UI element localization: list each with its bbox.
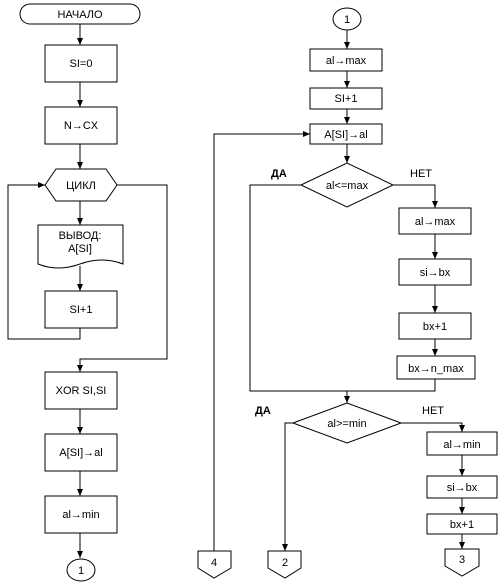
process-label: N→CX — [64, 120, 99, 132]
offpage-connector-4: 4 — [197, 550, 232, 579]
output-label-2: A[SI] — [68, 243, 92, 255]
process-bx-inc-2: bx+1 — [426, 513, 498, 535]
process-asi-al: A[SI]→al — [44, 433, 118, 472]
yes-label: ДА — [255, 405, 271, 417]
process-label: bx+1 — [423, 321, 447, 333]
process-n-cx: N→CX — [44, 106, 118, 145]
yes-label: ДА — [271, 168, 287, 180]
connector-label: 2 — [282, 557, 288, 569]
process-label: SI=0 — [70, 58, 93, 70]
return-line-4 — [213, 131, 310, 551]
process-al-min: al→min — [44, 495, 118, 534]
process-si-inc: SI+1 — [44, 290, 118, 329]
process-label: al→min — [62, 509, 99, 521]
connector-1-right: 1 — [332, 7, 362, 31]
offpage-connector-2: 2 — [267, 550, 302, 579]
process-asi-al-right: A[SI]→al — [309, 123, 383, 145]
yes-branch-line — [249, 184, 347, 392]
process-bx-nmax: bx→n_max — [396, 355, 476, 380]
process-al-max-2: al→max — [398, 207, 472, 235]
decision-label: al<=max — [326, 180, 369, 192]
process-label: A[SI]→al — [324, 129, 367, 141]
loop-back-line — [7, 182, 81, 340]
process-label: bx+1 — [450, 519, 474, 531]
offpage-connector-3: 3 — [444, 548, 480, 577]
output-document: ВЫВОД: A[SI] — [37, 224, 124, 269]
decision-al-le-max: al<=max — [299, 162, 395, 208]
output-label-1: ВЫВОД: — [59, 230, 102, 242]
connector-label: 3 — [459, 554, 465, 566]
process-label: si→bx — [420, 267, 451, 279]
process-label: bx→n_max — [408, 363, 464, 375]
decision-label: al>=min — [327, 418, 366, 430]
process-label: al→max — [415, 216, 456, 228]
process-si-zero: SI=0 — [44, 44, 118, 83]
loop-label: ЦИКЛ — [66, 180, 96, 192]
loop-hexagon: ЦИКЛ — [44, 168, 118, 202]
merge-line — [344, 379, 436, 403]
process-label: A[SI]→al — [59, 447, 102, 459]
connector-label: 1 — [344, 14, 350, 26]
process-al-max: al→max — [309, 48, 383, 72]
start-label: НАЧАЛО — [57, 9, 103, 21]
no-label: НЕТ — [410, 168, 432, 180]
no-label: НЕТ — [422, 405, 444, 417]
connector-label: 4 — [211, 557, 217, 569]
process-si-bx: si→bx — [398, 258, 472, 286]
arrow — [393, 184, 438, 208]
process-label: SI+1 — [70, 304, 93, 316]
connector-label: 1 — [78, 565, 84, 577]
process-si-inc-right: SI+1 — [309, 87, 383, 110]
arrow — [282, 422, 293, 551]
process-al-min-right: al→min — [426, 431, 498, 456]
loop-exit-line — [77, 184, 168, 372]
process-bx-inc: bx+1 — [398, 312, 472, 340]
decision-al-ge-min: al>=min — [291, 402, 403, 444]
process-label: si→bx — [447, 482, 478, 494]
connector-1-left: 1 — [66, 558, 96, 582]
process-xor: XOR SI,SI — [44, 371, 118, 410]
arrow — [401, 422, 465, 432]
process-label: SI+1 — [335, 93, 358, 105]
process-label: al→min — [443, 439, 480, 451]
start-terminal: НАЧАЛО — [19, 3, 141, 25]
process-label: XOR SI,SI — [56, 385, 107, 397]
process-si-bx-2: si→bx — [426, 475, 498, 499]
process-label: al→max — [326, 55, 367, 67]
